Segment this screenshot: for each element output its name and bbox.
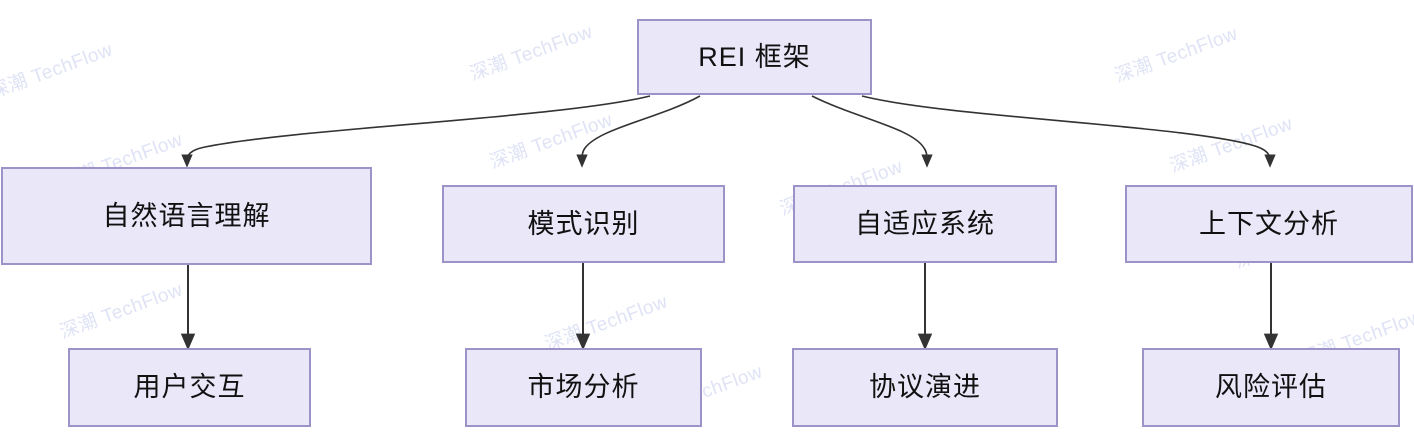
node-root[interactable]: REI 框架 [637, 19, 872, 95]
node-label-nlu: 自然语言理解 [102, 200, 271, 231]
node-risk[interactable]: 风险评估 [1142, 348, 1400, 427]
node-ui[interactable]: 用户交互 [68, 348, 311, 427]
edge-root-to-nlu [181, 95, 651, 168]
edge-root-to-adapt [811, 95, 933, 168]
watermark-text: 深潮 TechFlow [542, 291, 671, 356]
node-ctx[interactable]: 上下文分析 [1125, 185, 1413, 263]
node-label-ui: 用户交互 [133, 372, 246, 402]
node-label-risk: 风险评估 [1215, 372, 1327, 402]
node-nlu[interactable]: 自然语言理解 [1, 167, 372, 265]
edge-root-to-ctx [861, 95, 1276, 168]
watermark-text: 深潮 TechFlow [1112, 23, 1241, 88]
edge-root-to-pat [576, 95, 701, 168]
node-label-root: REI 框架 [698, 41, 811, 72]
watermark-text: 深潮 TechFlow [0, 39, 116, 104]
node-proto[interactable]: 协议演进 [792, 348, 1058, 427]
node-label-ctx: 上下文分析 [1199, 208, 1339, 239]
node-adapt[interactable]: 自适应系统 [793, 185, 1057, 263]
node-pat[interactable]: 模式识别 [442, 185, 725, 263]
node-label-adapt: 自适应系统 [855, 208, 995, 239]
node-label-pat: 模式识别 [527, 208, 640, 239]
node-market[interactable]: 市场分析 [465, 348, 702, 427]
watermark-text: 深潮 TechFlow [487, 109, 616, 174]
watermark-text: 深潮 TechFlow [57, 279, 186, 344]
node-label-market: 市场分析 [527, 372, 640, 402]
watermark-text: 深潮 TechFlow [1167, 113, 1296, 178]
node-label-proto: 协议演进 [869, 372, 981, 402]
watermark-text: 深潮 TechFlow [467, 21, 596, 86]
